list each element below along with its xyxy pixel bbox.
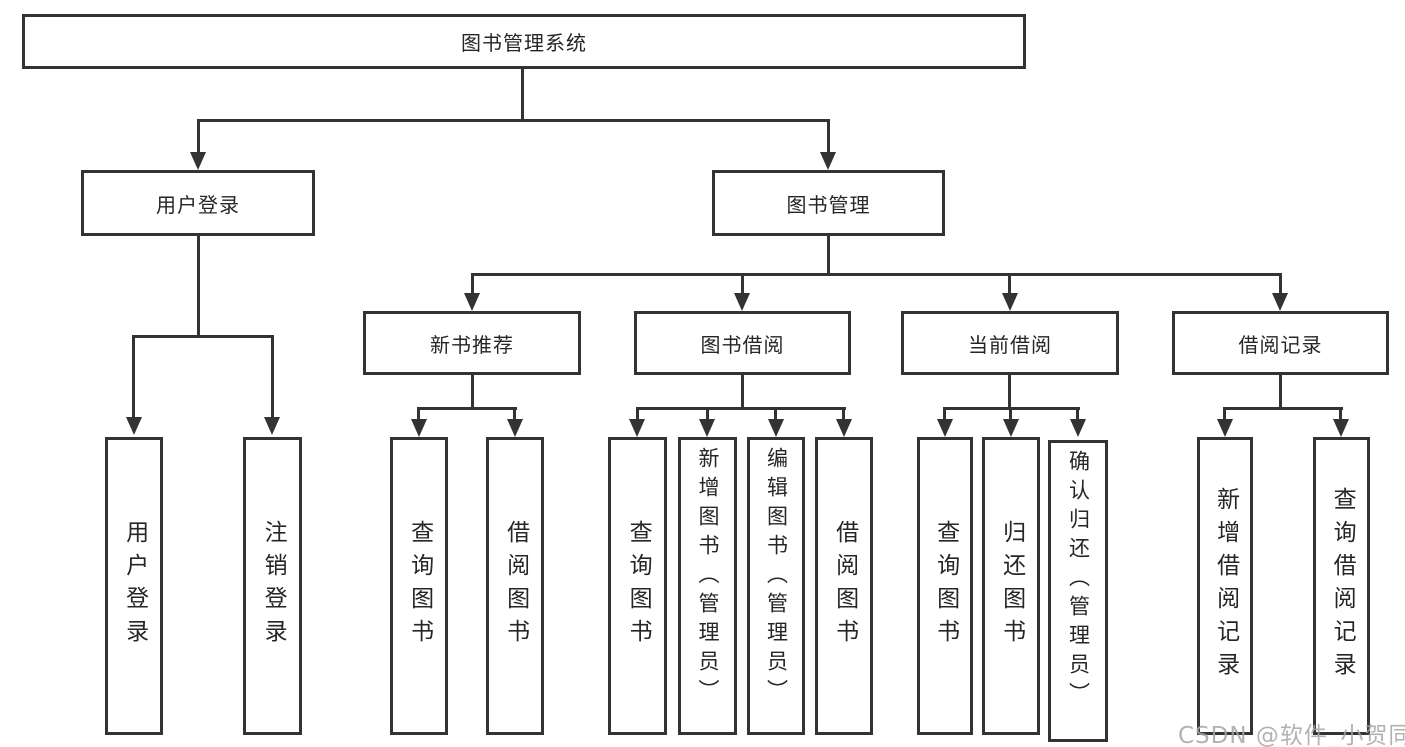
arrowhead-nb-borrow-books — [507, 419, 523, 437]
node-leaf-cb-confirm-return-label: 确认归还（管理员） — [1066, 450, 1091, 711]
arrowhead-book-management — [820, 152, 836, 170]
connector-current-borrow-drop-3 — [1076, 407, 1079, 419]
node-leaf-bb-borrow-books: 借阅图书 — [815, 437, 873, 735]
node-leaf-bb-query-books: 查询图书 — [608, 437, 667, 735]
connector-user-login-drop-1 — [132, 335, 135, 417]
arrowhead-user-login — [190, 152, 206, 170]
arrowhead-bb-borrow-books — [836, 419, 852, 437]
connector-root-stem — [521, 69, 524, 119]
node-borrow-records: 借阅记录 — [1172, 311, 1389, 375]
arrowhead-bb-query-books — [629, 419, 645, 437]
connector-level2-rail — [197, 119, 830, 122]
node-new-book-recommend-label: 新书推荐 — [430, 332, 514, 357]
arrowhead-cb-query-books — [937, 419, 953, 437]
connector-borrow-records-drop-1 — [1223, 407, 1226, 419]
connector-level3-drop-1 — [471, 273, 474, 293]
node-leaf-cb-return-books-label: 归还图书 — [998, 520, 1025, 652]
node-leaf-br-query-record-label: 查询借阅记录 — [1329, 487, 1356, 685]
node-leaf-logout-label: 注销登录 — [260, 520, 287, 652]
node-leaf-br-add-record: 新增借阅记录 — [1197, 437, 1253, 735]
node-current-borrow: 当前借阅 — [901, 311, 1119, 375]
arrowhead-bb-add-books — [699, 419, 715, 437]
node-leaf-nb-query-books: 查询图书 — [390, 437, 448, 735]
connector-book-borrow-drop-2 — [706, 407, 709, 419]
connector-level2-drop-right — [827, 119, 830, 152]
connector-current-borrow-drop-2 — [1009, 407, 1012, 419]
node-leaf-bb-edit-books: 编辑图书（管理员） — [747, 437, 805, 735]
arrowhead-br-query-record — [1333, 419, 1349, 437]
node-leaf-bb-add-books: 新增图书（管理员） — [678, 437, 737, 735]
node-book-borrow-label: 图书借阅 — [700, 332, 785, 357]
arrowhead-cb-return-books — [1003, 419, 1019, 437]
arrowhead-nb-query-books — [411, 419, 427, 437]
connector-new-book-drop-2 — [513, 407, 516, 419]
connector-level3-drop-2 — [741, 273, 744, 293]
connector-book-borrow-rail — [636, 407, 846, 410]
connector-new-book-rail — [417, 407, 517, 410]
node-user-login: 用户登录 — [81, 170, 315, 236]
arrowhead-current-borrow — [1002, 293, 1018, 311]
node-new-book-recommend: 新书推荐 — [363, 311, 581, 375]
arrowhead-leaf-user-login — [126, 417, 142, 435]
connector-book-borrow-drop-4 — [842, 407, 845, 419]
node-leaf-bb-edit-books-label: 编辑图书（管理员） — [764, 447, 789, 708]
connector-new-book-drop-1 — [417, 407, 420, 419]
node-leaf-cb-return-books: 归还图书 — [982, 437, 1040, 735]
node-leaf-nb-borrow-books-label: 借阅图书 — [502, 520, 529, 652]
connector-borrow-records-stem — [1279, 375, 1282, 410]
arrowhead-new-book-recommend — [464, 293, 480, 311]
node-leaf-nb-query-books-label: 查询图书 — [406, 520, 433, 652]
connector-level3-drop-3 — [1008, 273, 1011, 293]
connector-user-login-rail — [132, 335, 274, 338]
node-leaf-user-login-label: 用户登录 — [121, 520, 148, 652]
connector-book-management-stem — [827, 236, 830, 273]
connector-book-borrow-drop-1 — [636, 407, 639, 419]
node-leaf-nb-borrow-books: 借阅图书 — [486, 437, 544, 735]
connector-level3-drop-4 — [1279, 273, 1282, 293]
connector-borrow-records-drop-2 — [1339, 407, 1342, 419]
node-book-management: 图书管理 — [712, 170, 945, 236]
node-leaf-user-login: 用户登录 — [105, 437, 163, 735]
arrowhead-borrow-records — [1272, 293, 1288, 311]
node-leaf-br-add-record-label: 新增借阅记录 — [1212, 487, 1239, 685]
connector-level2-drop-left — [197, 119, 200, 152]
node-root: 图书管理系统 — [22, 14, 1026, 69]
node-book-management-label: 图书管理 — [786, 192, 871, 217]
node-leaf-bb-add-books-label: 新增图书（管理员） — [696, 447, 721, 708]
arrowhead-book-borrow — [734, 293, 750, 311]
node-leaf-cb-confirm-return: 确认归还（管理员） — [1048, 440, 1108, 742]
connector-book-borrow-stem — [741, 375, 744, 410]
connector-new-book-stem — [471, 375, 474, 410]
csdn-watermark: CSDN @软件_小贺同学 — [1178, 723, 1405, 747]
arrowhead-bb-edit-books — [768, 419, 784, 437]
node-leaf-logout: 注销登录 — [243, 437, 302, 735]
node-leaf-bb-query-books-label: 查询图书 — [625, 520, 652, 652]
connector-current-borrow-drop-1 — [943, 407, 946, 419]
connector-current-borrow-stem — [1008, 375, 1011, 410]
connector-level3-rail — [471, 273, 1282, 276]
connector-book-borrow-drop-3 — [774, 407, 777, 419]
node-leaf-cb-query-books-label: 查询图书 — [932, 520, 959, 652]
node-root-label: 图书管理系统 — [461, 31, 587, 55]
node-user-login-label: 用户登录 — [156, 192, 240, 217]
arrowhead-br-add-record — [1217, 419, 1233, 437]
connector-user-login-drop-2 — [271, 335, 274, 417]
node-leaf-bb-borrow-books-label: 借阅图书 — [831, 520, 858, 652]
connector-borrow-records-rail — [1223, 407, 1343, 410]
arrowhead-leaf-logout — [264, 417, 280, 435]
node-borrow-records-label: 借阅记录 — [1238, 332, 1323, 357]
arrowhead-cb-confirm-return — [1070, 419, 1086, 437]
node-leaf-br-query-record: 查询借阅记录 — [1313, 437, 1370, 735]
node-current-borrow-label: 当前借阅 — [968, 332, 1052, 357]
connector-user-login-stem — [197, 236, 200, 335]
node-leaf-cb-query-books: 查询图书 — [917, 437, 973, 735]
node-book-borrow: 图书借阅 — [634, 311, 851, 375]
